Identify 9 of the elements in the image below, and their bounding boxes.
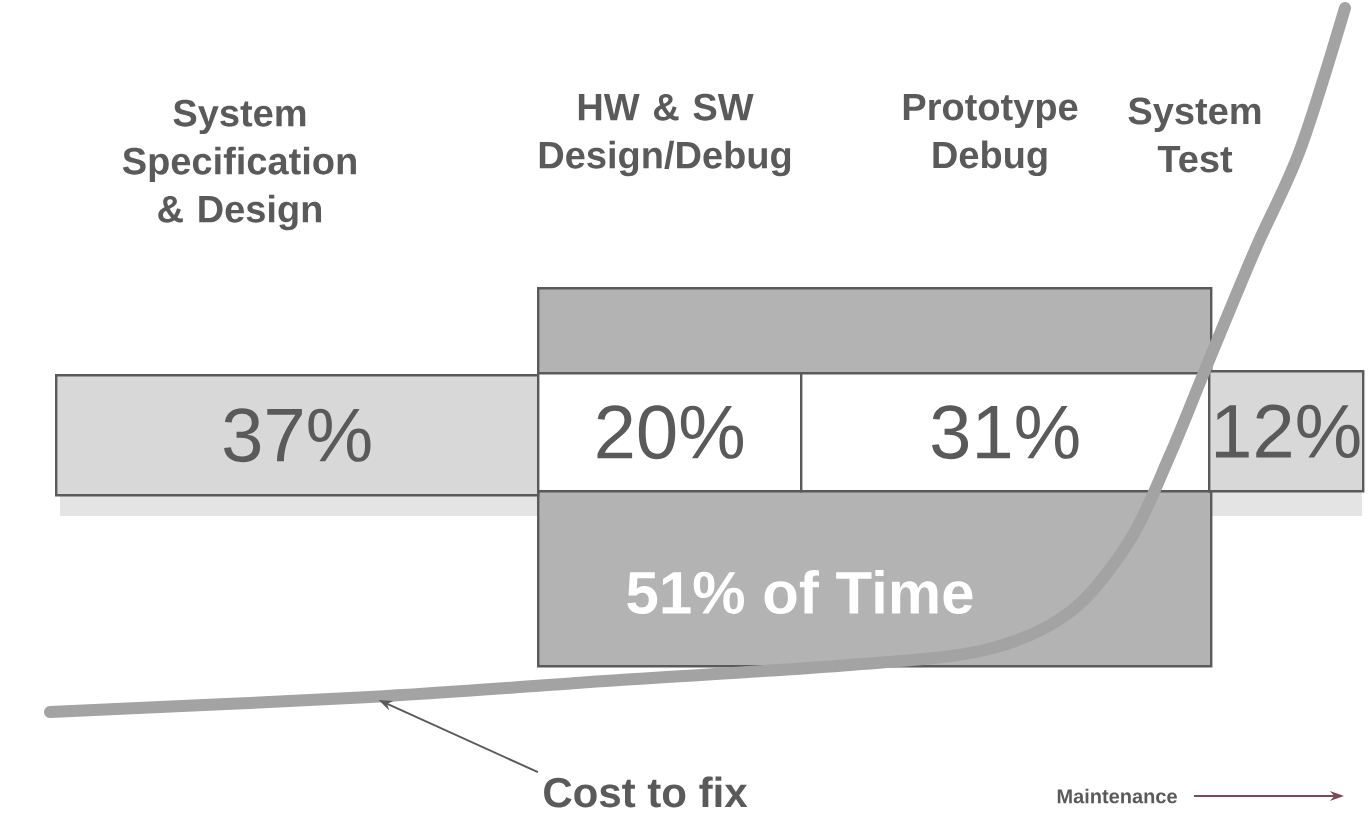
phase-heading: Prototype Debug [903, 93, 1078, 177]
percent-box: 20% [537, 372, 803, 493]
percent-box: 31% [800, 372, 1211, 493]
phase-heading: System Specification & Design [122, 99, 356, 231]
percent-box: 12% [1208, 370, 1365, 493]
maintenance-label: Maintenance [1057, 788, 1177, 804]
phase-heading: HW & SW Design/Debug [539, 93, 791, 177]
cost-label: Cost to fix [544, 776, 748, 808]
phase-heading: System Test [1128, 97, 1261, 173]
